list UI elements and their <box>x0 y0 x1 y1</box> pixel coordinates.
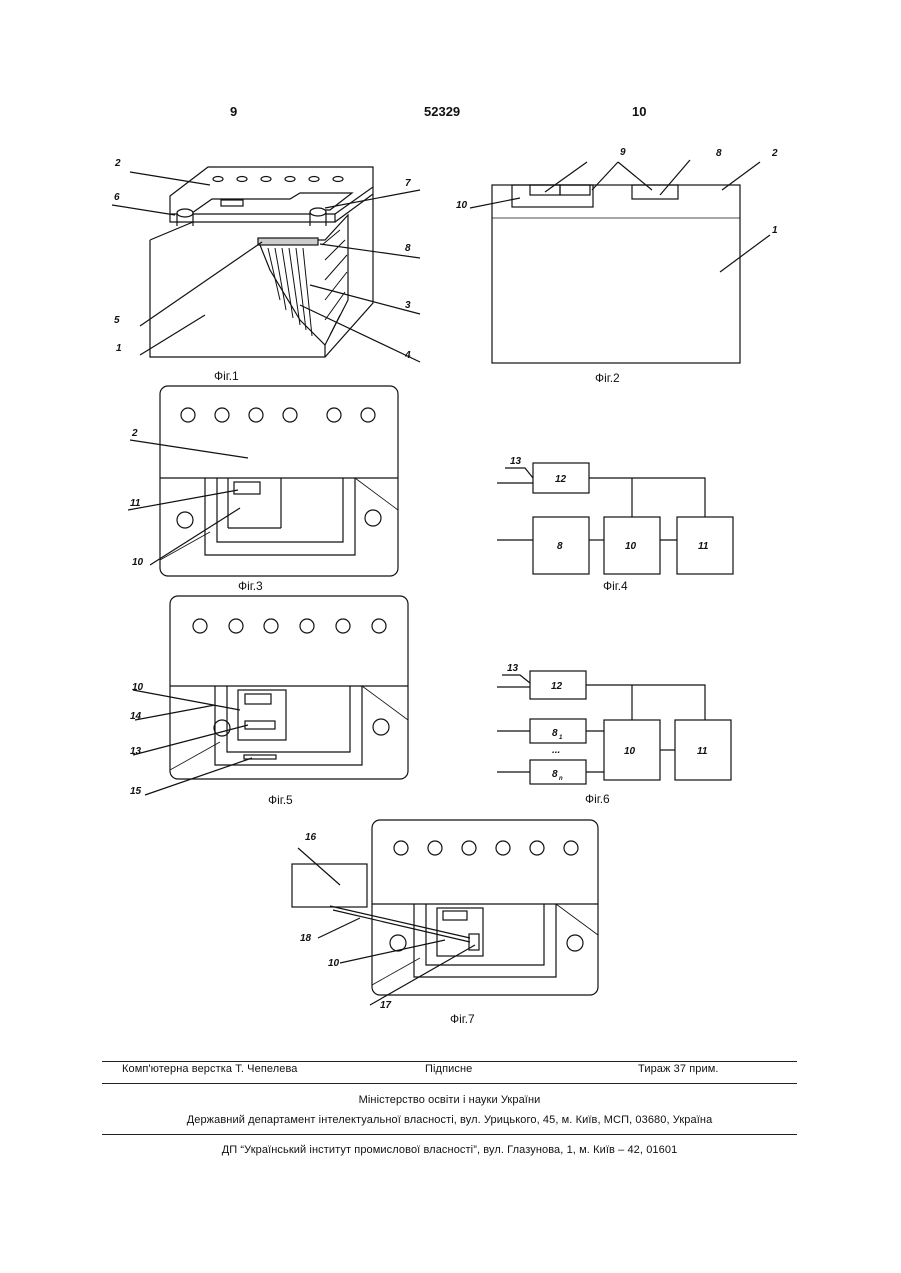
footer-rule-middle <box>102 1083 797 1084</box>
fig2-label-10: 10 <box>456 200 468 211</box>
footer-signed: Підписне <box>425 1063 472 1075</box>
fig6-caption: Фіг.6 <box>585 792 610 806</box>
fig1-label-8: 8 <box>405 243 411 254</box>
fig6-label-11: 11 <box>697 746 708 757</box>
fig6-label-8-n: 8 <box>552 769 558 780</box>
fig5-label-15: 15 <box>130 786 142 797</box>
fig3-label-10: 10 <box>132 557 144 568</box>
fig1-label-3: 3 <box>405 300 411 311</box>
fig6-label-8-1: 8 <box>552 728 558 739</box>
fig5-label-10: 10 <box>132 682 144 693</box>
fig5-label-14: 14 <box>130 711 142 722</box>
footer-ministry: Міністерство освіти і науки України <box>102 1094 797 1106</box>
fig7-label-17: 17 <box>380 1000 392 1011</box>
fig5-caption: Фіг.5 <box>268 793 293 807</box>
fig2-caption: Фіг.2 <box>595 371 620 385</box>
fig3 <box>128 386 398 576</box>
fig1-label-7: 7 <box>405 178 411 189</box>
footer-rule-top <box>102 1061 797 1062</box>
fig1-label-4: 4 <box>404 350 411 361</box>
fig7-label-10: 10 <box>328 958 340 969</box>
fig7-caption: Фіг.7 <box>450 1012 475 1026</box>
fig6 <box>497 671 731 784</box>
fig5-label-13: 13 <box>130 746 142 757</box>
fig3-label-2: 2 <box>131 428 138 439</box>
fig4-caption: Фіг.4 <box>603 579 628 593</box>
fig7 <box>292 820 598 1005</box>
figures-drawing: 2 6 7 8 3 5 1 4 Фіг.1 9 8 2 10 1 Фіг.2 2… <box>0 0 901 1060</box>
fig4-label-11: 11 <box>698 541 709 552</box>
footer-layout-by: Комп'ютерна верстка Т. Чепелева <box>122 1063 298 1075</box>
fig3-caption: Фіг.3 <box>238 579 263 593</box>
fig6-label-ellipsis: ... <box>552 745 560 756</box>
footer-department: Державний департамент інтелектуальної вл… <box>102 1114 797 1126</box>
footer-circulation: Тираж 37 прим. <box>638 1063 719 1075</box>
footer-publisher: ДП “Український інститут промислової вла… <box>102 1144 797 1156</box>
fig1-label-2: 2 <box>114 158 121 169</box>
fig5 <box>133 596 408 795</box>
fig4-label-8: 8 <box>557 541 563 552</box>
fig2-label-1: 1 <box>772 225 778 236</box>
fig6-label-10: 10 <box>624 746 636 757</box>
fig2-label-2: 2 <box>771 148 778 159</box>
fig4-label-10: 10 <box>625 541 637 552</box>
fig3-label-11: 11 <box>130 498 141 509</box>
fig6-label-subscript-1: 1 <box>559 735 563 741</box>
fig1-caption: Фіг.1 <box>214 369 239 383</box>
fig6-label-subscript-n: n <box>559 776 563 782</box>
fig1 <box>112 167 420 362</box>
fig1-label-1: 1 <box>116 343 122 354</box>
fig2-label-8: 8 <box>716 148 722 159</box>
fig1-label-5: 5 <box>114 315 120 326</box>
fig7-label-16: 16 <box>305 832 317 843</box>
fig7-label-18: 18 <box>300 933 312 944</box>
footer-rule-bottom <box>102 1134 797 1135</box>
fig2 <box>470 160 770 363</box>
fig4 <box>497 463 733 574</box>
fig2-label-9: 9 <box>620 147 626 158</box>
fig1-label-6: 6 <box>114 192 120 203</box>
fig6-label-12: 12 <box>551 681 563 692</box>
fig4-label-13: 13 <box>510 456 522 467</box>
fig4-label-12: 12 <box>555 474 567 485</box>
fig6-label-13: 13 <box>507 663 519 674</box>
